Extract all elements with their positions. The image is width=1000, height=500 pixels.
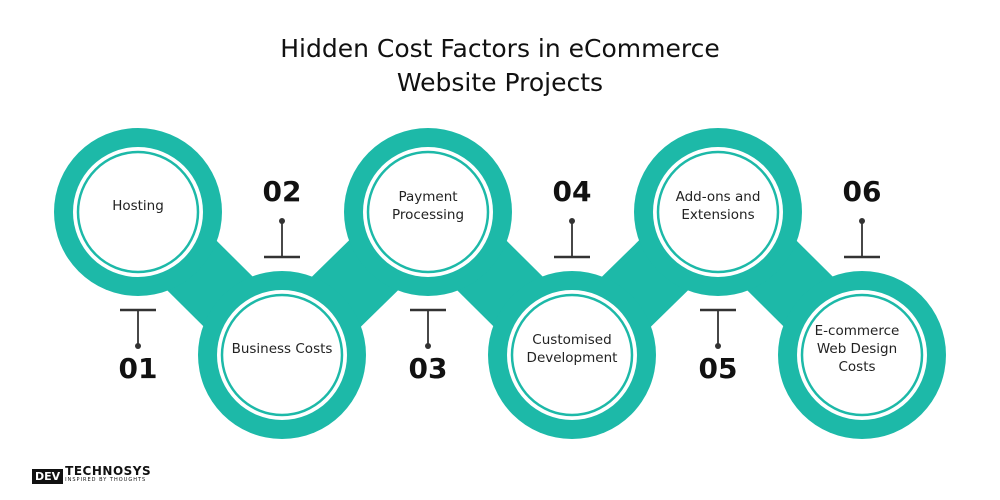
- step-number: 03: [408, 352, 448, 385]
- step-label: Payment Processing: [391, 189, 465, 223]
- step-label: Customised Development: [526, 332, 618, 366]
- step-number: 02: [262, 175, 302, 208]
- step-number: 01: [118, 352, 158, 385]
- step-number: 05: [698, 352, 738, 385]
- circle-inner: [507, 290, 637, 420]
- marker-dot: [859, 218, 865, 224]
- devtechnosys-logo: DEV TECHNOSYS INSPIRED BY THOUGHTS: [32, 464, 152, 485]
- circle-inner: [217, 290, 347, 420]
- circle-inner: [797, 290, 927, 420]
- circle-inner: [73, 147, 203, 277]
- circle-thin-ring: [510, 293, 634, 417]
- circle-thin-ring: [366, 150, 490, 274]
- circle-thin-ring: [76, 150, 200, 274]
- circle-thin-ring: [220, 293, 344, 417]
- logo-tagline: INSPIRED BY THOUGHTS: [65, 477, 147, 483]
- circle-thin-ring: [656, 150, 780, 274]
- marker-dot: [425, 343, 431, 349]
- page-title: Hidden Cost Factors in eCommerce Website…: [0, 32, 1000, 100]
- marker-dot: [569, 218, 575, 224]
- circle-thin-ring: [800, 293, 924, 417]
- logo-brand: TECHNOSYS: [65, 464, 152, 478]
- circle-inner: [363, 147, 493, 277]
- marker-dot: [279, 218, 285, 224]
- logo-mark: DEV: [32, 468, 64, 484]
- title-line-2: Website Projects: [396, 68, 604, 97]
- title-line-1: Hidden Cost Factors in eCommerce: [280, 34, 720, 63]
- circle-inner: [653, 147, 783, 277]
- step-label: Add-ons and Extensions: [675, 189, 761, 223]
- step-number: 04: [552, 175, 592, 208]
- step-number: 06: [842, 175, 882, 208]
- step-label: E-commerce Web Design Costs: [814, 323, 900, 375]
- marker-dot: [135, 343, 141, 349]
- step-label: Business Costs: [231, 341, 333, 357]
- step-label: Hosting: [112, 198, 164, 214]
- marker-dot: [715, 343, 721, 349]
